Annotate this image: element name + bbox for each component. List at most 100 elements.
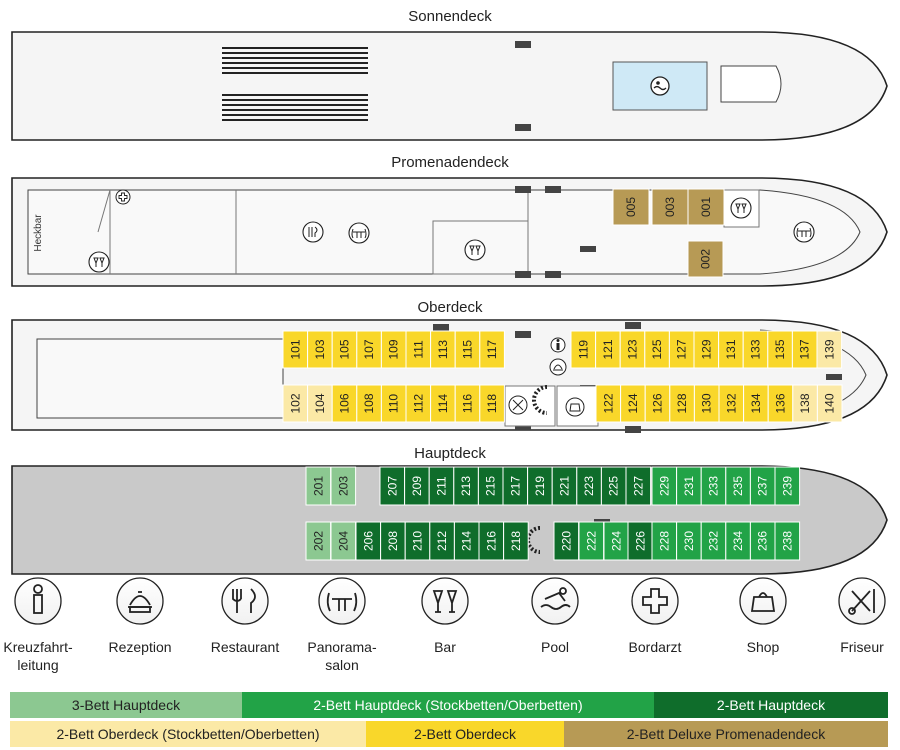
- legend-item-cutlery: Restaurant: [211, 577, 279, 655]
- cabin-123[interactable]: 123: [619, 330, 646, 369]
- cabin-number: 116: [461, 394, 475, 413]
- cabin-130[interactable]: 130: [693, 384, 720, 423]
- cabin-216[interactable]: 216: [478, 521, 505, 561]
- cabin-108[interactable]: 108: [356, 384, 382, 423]
- cabin-231[interactable]: 231: [676, 466, 702, 506]
- cabin-222[interactable]: 222: [578, 521, 605, 561]
- cabin-239[interactable]: 239: [774, 466, 801, 506]
- cabin-104[interactable]: 104: [307, 384, 333, 423]
- cabin-128[interactable]: 128: [669, 384, 695, 423]
- cabin-127[interactable]: 127: [668, 330, 695, 369]
- cabin-106[interactable]: 106: [331, 384, 358, 423]
- cabin-233[interactable]: 233: [700, 466, 727, 506]
- cabin-234[interactable]: 234: [725, 521, 751, 561]
- cabin-number: 232: [707, 531, 721, 551]
- cabin-136[interactable]: 136: [767, 384, 794, 423]
- cabin-227[interactable]: 227: [625, 466, 652, 506]
- cabin-125[interactable]: 125: [644, 330, 670, 369]
- cabin-003[interactable]: 003: [651, 188, 689, 226]
- cabin-220[interactable]: 220: [553, 521, 580, 561]
- cabin-number: 235: [731, 476, 745, 496]
- cabin-126[interactable]: 126: [644, 384, 671, 423]
- cabin-213[interactable]: 213: [453, 466, 479, 506]
- cabin-number: 113: [436, 340, 450, 359]
- cabin-118[interactable]: 118: [479, 384, 505, 423]
- cabin-203[interactable]: 203: [330, 466, 357, 506]
- cabin-114[interactable]: 114: [430, 384, 456, 423]
- cabin-235[interactable]: 235: [725, 466, 751, 506]
- cabin-232[interactable]: 232: [700, 521, 727, 561]
- cabin-204[interactable]: 204: [330, 521, 357, 561]
- cabin-138[interactable]: 138: [792, 384, 818, 423]
- cabin-139[interactable]: 139: [816, 330, 843, 369]
- cabin-224[interactable]: 224: [603, 521, 630, 561]
- cabin-217[interactable]: 217: [502, 466, 529, 506]
- swatch-label: 3-Bett Hauptdeck: [72, 697, 181, 713]
- cabin-140[interactable]: 140: [816, 384, 843, 423]
- cabin-236[interactable]: 236: [749, 521, 776, 561]
- cabin-117[interactable]: 117: [479, 330, 505, 369]
- cabin-237[interactable]: 237: [749, 466, 776, 506]
- cabin-124[interactable]: 124: [620, 384, 646, 423]
- cabin-005[interactable]: 005: [612, 188, 650, 226]
- cabin-201[interactable]: 201: [305, 466, 332, 506]
- cabin-226[interactable]: 226: [627, 521, 654, 561]
- cabin-135[interactable]: 135: [767, 330, 793, 369]
- reception-bell-icon: [549, 358, 567, 376]
- cabin-102[interactable]: 102: [282, 384, 309, 423]
- cabin-132[interactable]: 132: [718, 384, 745, 423]
- cabin-110[interactable]: 110: [380, 384, 407, 423]
- cabin-134[interactable]: 134: [743, 384, 769, 423]
- cabin-number: 134: [749, 393, 763, 413]
- cabin-121[interactable]: 121: [595, 330, 621, 369]
- cabin-229[interactable]: 229: [651, 466, 678, 506]
- cabin-225[interactable]: 225: [600, 466, 627, 506]
- cabin-002[interactable]: 002: [687, 240, 724, 278]
- cabin-number: 221: [558, 476, 572, 496]
- cabin-137[interactable]: 137: [791, 330, 818, 369]
- cabin-208[interactable]: 208: [380, 521, 406, 561]
- cabin-113[interactable]: 113: [430, 330, 456, 369]
- cabin-115[interactable]: 115: [454, 330, 481, 369]
- cabin-122[interactable]: 122: [595, 384, 622, 423]
- cabin-202[interactable]: 202: [305, 521, 332, 561]
- cabin-238[interactable]: 238: [774, 521, 801, 561]
- cabin-209[interactable]: 209: [404, 466, 430, 506]
- cabin-116[interactable]: 116: [454, 384, 481, 423]
- cabin-228[interactable]: 228: [651, 521, 678, 561]
- cabin-129[interactable]: 129: [693, 330, 720, 369]
- cutlery-icon: [221, 577, 269, 625]
- cabin-230[interactable]: 230: [676, 521, 702, 561]
- cabin-001[interactable]: 001: [687, 188, 725, 226]
- cabin-131[interactable]: 131: [718, 330, 744, 369]
- cabin-105[interactable]: 105: [331, 330, 358, 369]
- cabin-223[interactable]: 223: [576, 466, 602, 506]
- cabin-207[interactable]: 207: [379, 466, 406, 506]
- cabin-fill: [595, 384, 622, 423]
- cabin-218[interactable]: 218: [503, 521, 529, 561]
- cabin-101[interactable]: 101: [282, 330, 309, 369]
- cabin-109[interactable]: 109: [380, 330, 407, 369]
- cabin-210[interactable]: 210: [404, 521, 431, 561]
- cabin-fill: [404, 466, 430, 506]
- cabin-214[interactable]: 214: [453, 521, 480, 561]
- cabin-112[interactable]: 112: [405, 384, 432, 423]
- cabin-212[interactable]: 212: [429, 521, 455, 561]
- cabin-119[interactable]: 119: [570, 330, 597, 369]
- cabin-number: 101: [288, 339, 302, 359]
- legend-item-shop-bag: Shop: [739, 577, 787, 655]
- cabin-number: 102: [288, 393, 302, 413]
- cabin-107[interactable]: 107: [356, 330, 382, 369]
- cabin-103[interactable]: 103: [307, 330, 333, 369]
- cabin-111[interactable]: 111: [405, 330, 432, 369]
- cabin-133[interactable]: 133: [742, 330, 769, 369]
- cabin-206[interactable]: 206: [355, 521, 382, 561]
- cabin-211[interactable]: 211: [428, 466, 455, 506]
- cabin-215[interactable]: 215: [477, 466, 504, 506]
- cabin-221[interactable]: 221: [551, 466, 578, 506]
- cabin-219[interactable]: 219: [527, 466, 553, 506]
- cabin-number: 140: [823, 393, 837, 413]
- shop-bag-icon: [739, 577, 787, 625]
